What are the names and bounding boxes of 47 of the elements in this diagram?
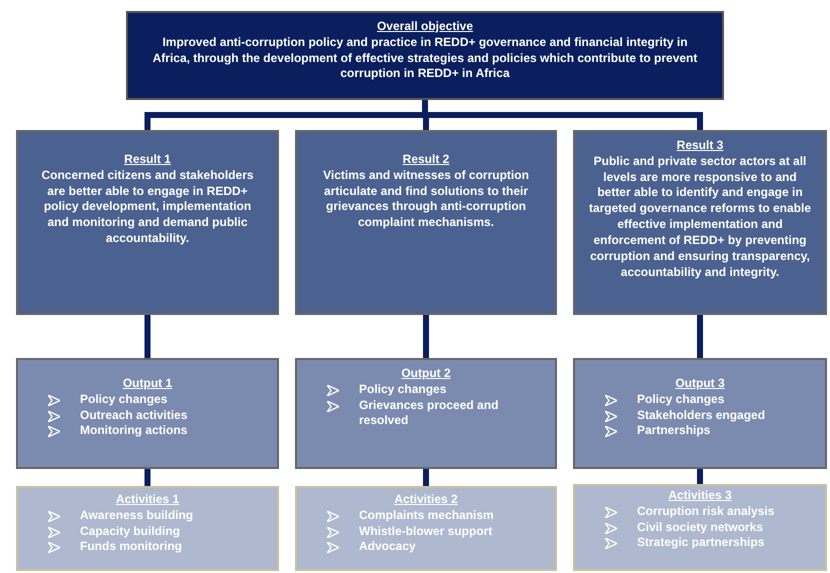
list-item: Funds monitoring xyxy=(80,539,182,556)
connector-line xyxy=(423,469,429,486)
list-box xyxy=(295,358,557,469)
text-box xyxy=(573,130,827,315)
list-item: Policy changes xyxy=(637,392,724,408)
list-item: Strategic partnerships xyxy=(637,535,764,552)
list-item: Awareness building xyxy=(80,508,194,524)
box-heading: Activities 1 xyxy=(116,492,180,508)
box-text: Public and private sector actors at all levels are more responsive to and better able to identify and engage in targeted governance reforms to enable effective implementation and enforcement of REDD+ by preventing corruption and ensuring transparency, accountability and integrity. xyxy=(588,154,812,280)
list-item: Advocacy xyxy=(359,539,416,556)
list-item: Partnerships xyxy=(637,423,710,440)
box-text: Concerned citizens and stakeholders are better able to engage in REDD+ policy development, implementation and monitoring and demand public accountability. xyxy=(40,168,255,247)
box-heading: Result 2 xyxy=(402,152,450,168)
box-text: Improved anti-corruption policy and practice in REDD+ governance and financial integrity in Africa, through the development of effective strategies and policies which contribute to prevent corruption in REDD+ in Africa xyxy=(152,34,698,82)
box-heading: Overall objective xyxy=(376,19,474,35)
connector-line xyxy=(423,315,429,358)
box-heading: Activities 3 xyxy=(668,488,732,504)
box-text: Victims and witnesses of corruption articulate and find solutions to their grievances through anti-corruption complaint mechanisms. xyxy=(322,168,530,232)
list-box xyxy=(573,484,827,571)
list-item: Stakeholders engaged xyxy=(637,408,766,424)
list-box xyxy=(295,486,557,571)
list-item: Policy changes xyxy=(80,392,168,408)
list-item: Civil society networks xyxy=(637,520,764,536)
box-heading: Output 1 xyxy=(122,376,172,392)
connector-line xyxy=(697,469,703,484)
list-item: Whistle-blower support xyxy=(359,524,492,540)
list-item: Policy changes xyxy=(359,382,446,398)
box-heading: Result 3 xyxy=(676,138,724,154)
box-heading: Output 2 xyxy=(401,366,451,382)
box-heading: Result 1 xyxy=(124,152,171,168)
list-item: Capacity building xyxy=(80,524,180,540)
list-box xyxy=(16,486,279,571)
box-heading: Output 3 xyxy=(675,376,725,392)
text-box xyxy=(126,11,724,100)
list-item: Corruption risk analysis xyxy=(637,504,774,520)
list-item: Outreach activities xyxy=(80,408,188,424)
box-heading: Activities 2 xyxy=(394,492,458,508)
connector-line xyxy=(144,469,150,486)
connector-line xyxy=(144,315,150,358)
list-box xyxy=(16,358,279,469)
list-item: Grievances proceed and resolved xyxy=(359,398,500,430)
text-box xyxy=(295,130,557,315)
text-box xyxy=(16,130,279,315)
list-item: Complaints mechanism xyxy=(359,508,494,524)
list-box xyxy=(573,358,827,469)
connector-line xyxy=(697,315,703,358)
list-item: Monitoring actions xyxy=(80,423,188,440)
